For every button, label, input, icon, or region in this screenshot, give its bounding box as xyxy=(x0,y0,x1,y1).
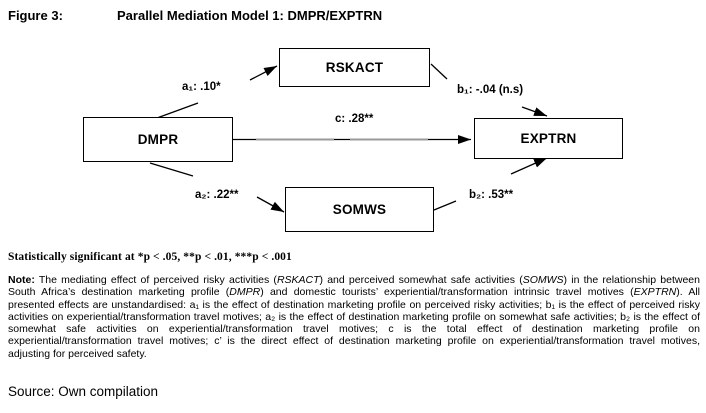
path-b2-line xyxy=(433,200,457,211)
note-paragraph: Note: The mediating effect of perceived … xyxy=(8,274,700,360)
path-a2-line xyxy=(149,162,194,177)
path-label-a2: a₂: .22** xyxy=(195,189,239,201)
path-b1-arrow xyxy=(521,106,548,117)
significance-note: Statistically significant at *p < .05, *… xyxy=(8,251,292,263)
box-somws: SOMWS xyxy=(285,187,434,232)
path-a1-arrow xyxy=(249,65,278,81)
box-dmpr: DMPR xyxy=(83,117,233,162)
path-a2-arrow xyxy=(256,196,285,213)
source-line: Source: Own compilation xyxy=(8,384,159,399)
box-exptrn: EXPTRN xyxy=(474,118,623,159)
figure-title: Parallel Mediation Model 1: DMPR/EXPTRN xyxy=(117,8,383,23)
path-b2-arrow xyxy=(510,157,548,175)
path-a1-line xyxy=(156,102,199,119)
path-label-c: c: .28** xyxy=(335,113,374,125)
path-label-a1: a₁: .10* xyxy=(182,81,221,93)
path-label-b2: b₂: .53** xyxy=(469,189,514,201)
path-b1-line xyxy=(430,63,448,80)
figure-label: Figure 3: xyxy=(8,8,63,23)
path-label-b1: b₁: -.04 (n.s) xyxy=(457,84,524,96)
box-rskact: RSKACT xyxy=(279,48,430,87)
